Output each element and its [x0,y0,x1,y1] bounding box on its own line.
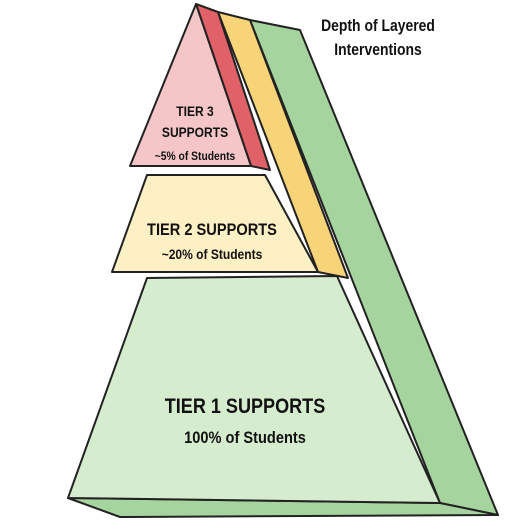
tier1-title: TIER 1 SUPPORTS [165,395,326,419]
tier2-percentage: ~20% of Students [162,246,263,262]
tier3-percentage: ~5% of Students [155,150,236,163]
tier2-face [111,174,319,273]
depth-label-line2: Interventions [334,41,421,60]
tier3-title: TIER 3 [176,103,213,119]
tier1-percentage: 100% of Students [184,429,306,447]
tier2-title: TIER 2 SUPPORTS [147,221,277,239]
tier3-subtitle: SUPPORTS [162,124,228,140]
tier2-depth-side [217,11,349,279]
depth-label-line1: Depth of Layered [321,17,435,36]
tier3-face [129,3,252,167]
tier1-face [67,275,441,504]
